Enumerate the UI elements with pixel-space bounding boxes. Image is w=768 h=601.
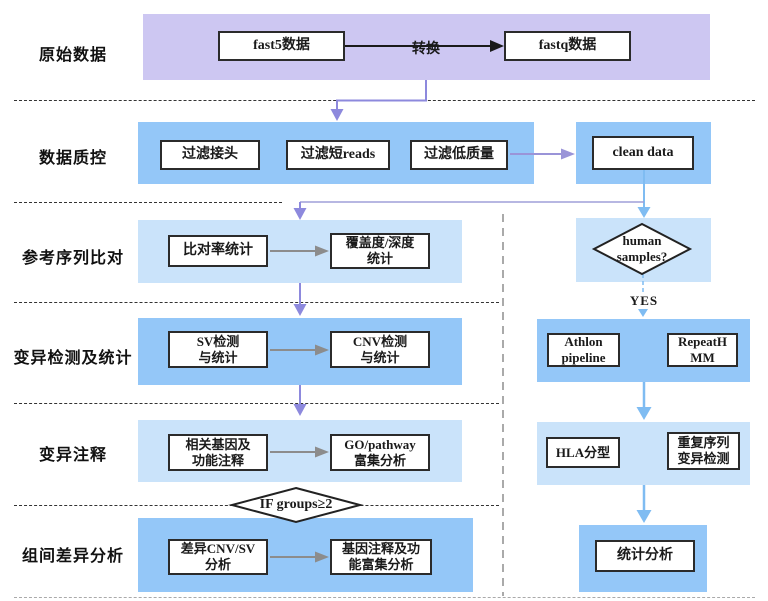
stage-label-align: 参考序列比对 xyxy=(21,250,124,267)
diamond-if-groups xyxy=(228,486,364,524)
arrow-convert-head xyxy=(490,40,504,52)
node-cnv-line2: 与统计 xyxy=(360,349,400,365)
node-align-rate: 比对率统计 xyxy=(168,235,268,267)
arrow-clean-to-diamond-head xyxy=(637,207,651,218)
arrow-diff-head xyxy=(315,551,329,563)
node-gene-anno: 相关基因及 功能注释 xyxy=(168,434,268,471)
node-fast5-label: fast5数据 xyxy=(253,37,310,53)
stage-label-qc: 数据质控 xyxy=(38,150,107,167)
node-athlon-line1: Athlon xyxy=(564,334,603,350)
arrow-athlon-hla-head xyxy=(636,407,652,420)
node-filter-adapter: 过滤接头 xyxy=(160,140,260,170)
separator-2 xyxy=(14,202,282,203)
node-align-rate-label: 比对率统计 xyxy=(183,242,253,258)
stage-label-group-diff: 组间差异分析 xyxy=(21,548,124,565)
node-diff-anno: 基因注释及功 能富集分析 xyxy=(330,539,432,575)
diamond-human-line2: samples? xyxy=(616,249,668,265)
node-sv-line1: SV检测 xyxy=(196,333,240,349)
node-repeathmm-line2: MM xyxy=(690,350,715,365)
node-hla-label: HLA分型 xyxy=(555,444,611,460)
node-filter-short-label: 过滤短reads xyxy=(300,146,376,162)
connector-fastq-to-qc xyxy=(336,80,427,109)
node-gene-anno-line1: 相关基因及 xyxy=(185,436,251,452)
node-go-pathway-line1: GO/pathway xyxy=(344,436,416,452)
node-diff-cnv-sv: 差异CNV/SV 分析 xyxy=(168,539,268,575)
node-repeat-seq-line1: 重复序列 xyxy=(677,435,730,451)
node-diff-anno-line2: 能富集分析 xyxy=(348,557,414,572)
arrow-yes-head xyxy=(638,309,648,317)
arrow-anno-head xyxy=(315,446,329,458)
separator-vertical xyxy=(502,214,504,596)
node-coverage-line2: 统计 xyxy=(366,251,393,266)
node-stats-label: 统计分析 xyxy=(617,547,673,563)
arrow-to-clean-head xyxy=(561,148,575,160)
node-diff-anno-line1: 基因注释及功 xyxy=(341,541,420,557)
node-go-pathway: GO/pathway 富集分析 xyxy=(330,434,430,471)
node-repeat-seq-line2: 变异检测 xyxy=(677,451,730,466)
arrow-align-head xyxy=(315,245,329,257)
node-filter-adapter-label: 过滤接头 xyxy=(182,146,238,162)
arrow-branch-head xyxy=(293,208,307,220)
label-yes: YES xyxy=(626,293,662,309)
node-diff-line1: 差异CNV/SV xyxy=(180,541,256,557)
node-clean-data: clean data xyxy=(592,136,694,170)
separator-bottom xyxy=(14,597,755,598)
node-fastq: fastq数据 xyxy=(504,31,631,61)
node-athlon: Athlon pipeline xyxy=(547,333,620,367)
node-fast5: fast5数据 xyxy=(218,31,345,61)
node-gene-anno-line2: 功能注释 xyxy=(191,452,244,468)
node-filter-short: 过滤短reads xyxy=(286,140,390,170)
diamond-human-samples xyxy=(591,222,693,276)
diamond-human-line1: human xyxy=(622,233,662,248)
node-sv: SV检测 与统计 xyxy=(168,331,268,368)
arrow-sv-cnv-head xyxy=(315,344,329,356)
node-clean-data-label: clean data xyxy=(612,144,674,160)
arrow-hla-stats-head xyxy=(636,510,652,523)
node-cnv-line1: CNV检测 xyxy=(352,333,408,349)
node-go-pathway-line2: 富集分析 xyxy=(353,452,406,468)
node-fastq-label: fastq数据 xyxy=(538,37,597,53)
separator-4 xyxy=(14,403,499,404)
diamond-human-samples-text: human samples? xyxy=(594,233,690,266)
node-athlon-line2: pipeline xyxy=(561,350,606,365)
separator-3 xyxy=(14,302,499,303)
node-filter-lowq: 过滤低质量 xyxy=(410,140,508,170)
arrow-variant-anno-head xyxy=(293,404,307,416)
node-coverage-line1: 覆盖度/深度 xyxy=(345,235,415,251)
stage-label-annotation: 变异注释 xyxy=(38,447,107,464)
node-repeat-seq: 重复序列 变异检测 xyxy=(667,432,740,470)
stage-label-variant: 变异检测及统计 xyxy=(13,350,133,367)
node-coverage: 覆盖度/深度 统计 xyxy=(330,233,430,269)
node-diff-line2: 分析 xyxy=(204,557,231,572)
label-convert: 转换 xyxy=(412,40,440,56)
node-cnv: CNV检测 与统计 xyxy=(330,331,430,368)
arrow-fastq-to-qc-head xyxy=(330,109,344,121)
stage-label-raw: 原始数据 xyxy=(38,47,107,64)
node-repeathmm: RepeatH MM xyxy=(667,333,738,367)
diamond-if-groups-text: IF groups≥2 xyxy=(259,497,333,512)
node-filter-lowq-label: 过滤低质量 xyxy=(424,146,494,162)
node-hla: HLA分型 xyxy=(546,437,620,468)
node-repeathmm-line1: RepeatH xyxy=(677,334,728,350)
node-sv-line2: 与统计 xyxy=(198,349,238,365)
node-stats: 统计分析 xyxy=(595,540,695,572)
arrow-align-variant-head xyxy=(293,304,307,316)
